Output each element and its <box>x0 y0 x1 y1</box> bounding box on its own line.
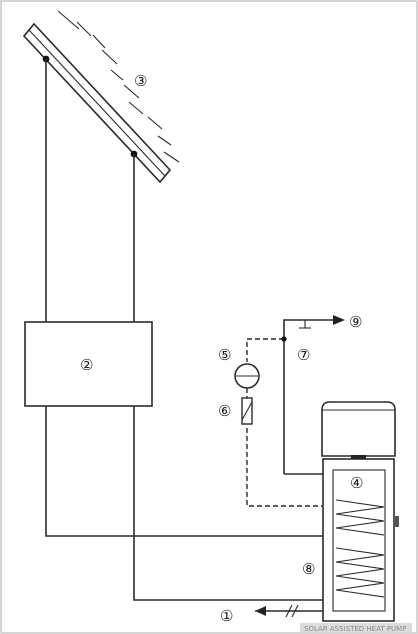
label-solar-collector: ③ <box>134 72 147 90</box>
label-hot-water-outlet: ⑨ <box>349 313 362 331</box>
hot-water-outlet-arrow-icon <box>333 315 345 325</box>
label-storage-tank: ⑧ <box>302 560 315 578</box>
label-heat-pump-unit: ④ <box>350 474 363 492</box>
controller-box <box>24 321 153 407</box>
storage-tank <box>322 458 399 622</box>
expansion-dashed-line <box>246 338 284 362</box>
label-hot-water-line: ⑦ <box>297 346 310 364</box>
mains-inlet-arrow-icon <box>255 606 266 616</box>
upper-heat-exchanger-coil <box>335 499 385 536</box>
lower-heat-exchanger-coil <box>335 547 385 598</box>
label-controller: ② <box>80 356 93 374</box>
footer-watermark: SOLAR ASSISTED HEAT PUMP <box>304 625 406 633</box>
heat-pump-unit <box>321 401 396 459</box>
label-mains-inlet: ① <box>220 607 233 625</box>
hot-water-line <box>283 319 333 474</box>
footer-strip <box>300 623 412 632</box>
solar-collector <box>22 10 180 184</box>
label-safety-valve: ⑥ <box>218 402 231 420</box>
solar-coil-pipe-lower <box>133 406 336 601</box>
solar-coil-pipe-upper <box>45 406 336 537</box>
sun-rays-icon <box>57 10 180 163</box>
label-expansion-vessel: ⑤ <box>218 346 231 364</box>
